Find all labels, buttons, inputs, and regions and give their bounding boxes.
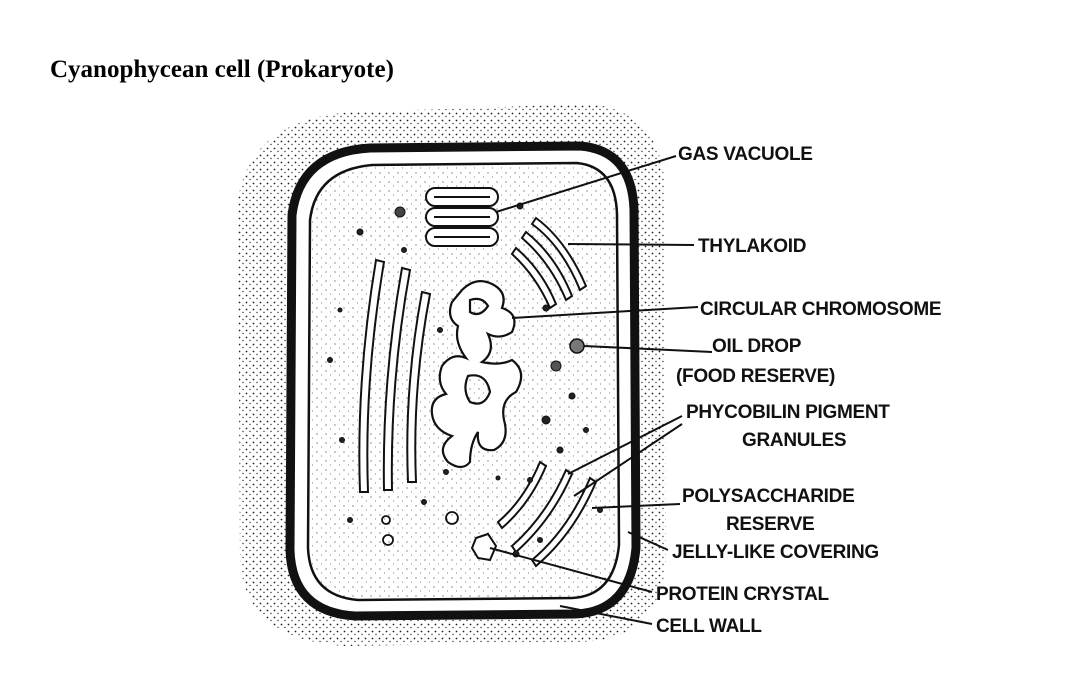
- thylakoid-group-left: [358, 258, 432, 493]
- leader-lines: [489, 155, 713, 625]
- label-phycobilin-pigment: PHYCOBILIN PIGMENT: [686, 402, 890, 423]
- label-polysaccharide: POLYSACCHARIDE: [682, 486, 854, 507]
- page-title: Cyanophycean cell (Prokaryote): [50, 56, 394, 83]
- protein-crystal: [470, 532, 498, 562]
- gas-vacuole: [425, 187, 499, 247]
- label-thylakoid: THYLAKOID: [698, 236, 806, 257]
- label-granules: GRANULES: [742, 430, 846, 451]
- label-circular-chromosome: CIRCULAR CHROMOSOME: [700, 299, 941, 320]
- oil-drop: [569, 338, 585, 354]
- label-food-reserve: (FOOD RESERVE): [676, 366, 835, 387]
- label-cell-wall: CELL WALL: [656, 616, 762, 637]
- label-gas-vacuole: GAS VACUOLE: [678, 144, 813, 165]
- cytoplasmic-granules: [327, 202, 603, 558]
- label-jelly-like-covering: JELLY-LIKE COVERING: [672, 542, 879, 563]
- label-oil-drop: OIL DROP: [712, 336, 802, 357]
- circular-chromosome: [430, 279, 523, 469]
- label-protein-crystal: PROTEIN CRYSTAL: [656, 584, 830, 605]
- thylakoid-group-upper: [510, 216, 588, 310]
- thylakoid-group-lower: [496, 460, 598, 568]
- label-reserve: RESERVE: [726, 514, 814, 535]
